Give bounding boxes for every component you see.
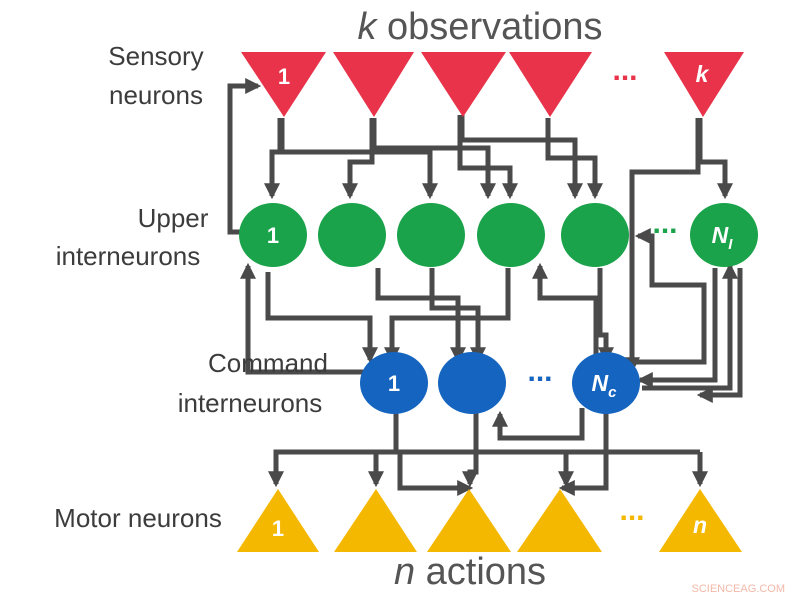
upper-interneuron-5 <box>561 203 629 267</box>
upper-interneuron-layer: 1 NI ... <box>239 203 758 267</box>
command-interneuron-layer: 1 Nc ... <box>360 352 640 414</box>
command-ellipsis: ... <box>527 355 552 388</box>
sensory-neuron-3 <box>421 52 506 117</box>
motor-neuron-1 <box>237 489 319 552</box>
upper-ellipsis: ... <box>652 207 677 240</box>
motor-layer: 1 n ... <box>237 489 742 552</box>
sensory-neuron-k <box>664 52 744 117</box>
sensory-neuron-2 <box>333 52 414 117</box>
sensory-layer: 1 k ... <box>241 52 744 117</box>
sensory-ellipsis: ... <box>612 54 637 87</box>
upper-interneuron-3 <box>397 203 465 267</box>
sensory-neuron-4 <box>509 52 592 117</box>
motor-ellipsis: ... <box>619 494 644 527</box>
command-interneuron-1 <box>360 352 428 414</box>
sensory-neuron-1 <box>241 52 326 117</box>
sensory-last-label: k <box>696 61 710 87</box>
motor-neuron-n <box>659 489 742 552</box>
upper-last-label: NI <box>712 222 734 253</box>
upper-interneuron-4 <box>477 203 545 267</box>
motor-neuron-2 <box>334 489 417 552</box>
upper-interneuron-1 <box>239 203 307 267</box>
sensory-label-line2: neurons <box>109 80 203 110</box>
motor-first-label: 1 <box>272 516 284 541</box>
watermark: SCIENCEAG.COM <box>691 583 785 595</box>
sensory-label-line1: Sensory <box>108 41 203 71</box>
motor-last-label: n <box>693 512 707 538</box>
bottom-title: n actions <box>394 551 546 593</box>
motor-neuron-3 <box>427 489 511 552</box>
command-label-line1: Command <box>208 348 328 378</box>
motor-label: Motor neurons <box>54 503 222 533</box>
upper-label-line2: interneurons <box>56 241 201 271</box>
command-label-line2: interneurons <box>178 388 323 418</box>
upper-interneuron-NI <box>690 203 758 267</box>
upper-first-label: 1 <box>267 223 279 248</box>
command-last-label: Nc <box>592 370 618 401</box>
layer-labels: Sensory neurons Upper interneurons Comma… <box>54 41 328 533</box>
connection-wires <box>227 77 743 497</box>
top-title: k observations <box>357 6 602 48</box>
command-interneuron-Nc <box>572 352 640 414</box>
sensory-first-label: 1 <box>278 64 290 89</box>
upper-label-line1: Upper <box>138 203 209 233</box>
command-first-label: 1 <box>388 371 400 396</box>
upper-interneuron-2 <box>318 203 386 267</box>
motor-neuron-4 <box>517 489 602 552</box>
command-interneuron-2 <box>438 352 506 414</box>
